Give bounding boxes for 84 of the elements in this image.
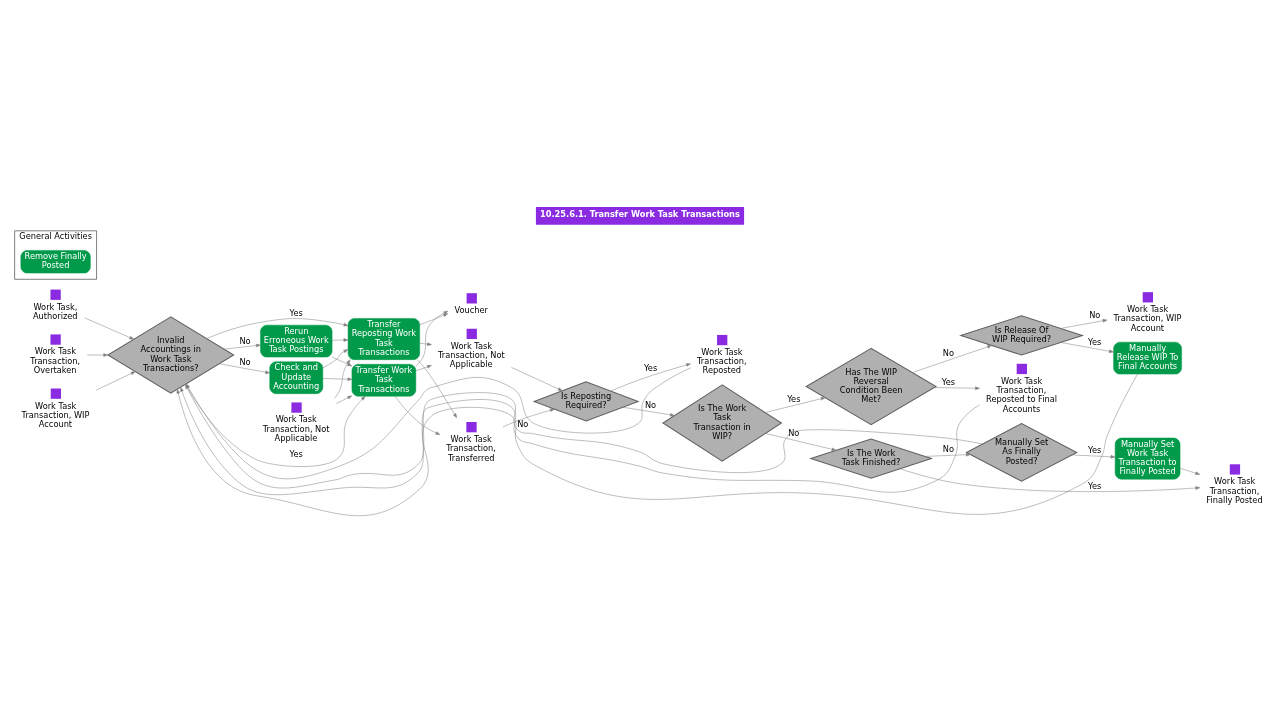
node-diamond: Is Release Of WIP Required? (959, 314, 1085, 356)
edge-label: Yes (787, 393, 801, 404)
node-box (466, 292, 477, 303)
arrow (1071, 454, 1116, 458)
arrow (934, 386, 980, 390)
edge-label: Yes (1088, 444, 1102, 455)
node-diamond: Is The Work Task Transaction in WIP? (661, 383, 783, 462)
node-label: Work Task Transaction, Not Applicable (262, 413, 330, 443)
arrow (206, 317, 349, 339)
node-box (50, 388, 62, 399)
arrow (924, 452, 971, 457)
arrow (86, 352, 109, 357)
arrow (334, 358, 351, 398)
arrow (332, 356, 353, 366)
arrow (610, 362, 691, 391)
edge-label: No (1089, 309, 1101, 320)
edge-label: Yes (941, 376, 956, 387)
arrow (419, 341, 432, 346)
arrow (415, 310, 449, 366)
arrow (219, 363, 270, 374)
node-box: Transfer Work Task Transactions (351, 363, 417, 396)
arrow (416, 359, 457, 418)
arrow (1179, 467, 1201, 475)
arrow (84, 317, 135, 339)
arrow (912, 344, 992, 373)
node-label: Work Task Transaction, Reposted (696, 346, 747, 375)
node-box: Manually Set Work Task Transaction to Finally Posted (1114, 437, 1181, 479)
edge-label: No (517, 418, 529, 429)
edge-label: No (942, 347, 955, 358)
node-label: Work Task Transaction, Finally Posted (1206, 475, 1263, 505)
arrow (176, 373, 1138, 516)
arrow (322, 377, 353, 381)
node-diamond: Is Reposting Required? (532, 380, 640, 422)
node-diamond: Has The WIP Reversal Condition Been Met? (805, 347, 938, 425)
arrow (1060, 341, 1114, 353)
edge-label: No (942, 443, 955, 454)
node-box: Check and Update Accounting (269, 360, 324, 394)
node-box (466, 328, 477, 339)
edge-label: Yes (643, 362, 658, 373)
node-label: Work Task Transaction, Reposted to Final Accounts (986, 375, 1058, 414)
arrow (322, 348, 349, 368)
arrow (765, 432, 837, 451)
arrow (415, 364, 432, 371)
arrow (622, 406, 675, 416)
edge-label: No (239, 356, 251, 367)
arrow (336, 395, 353, 404)
arrow (1060, 318, 1108, 329)
node-label: Work Task, Authorized (32, 301, 78, 321)
diagram-title: 10.25.6.1. Transfer Work Task Transactions (540, 208, 740, 219)
edge-label: Yes (289, 448, 303, 459)
node-label: Work Task Transaction, Overtaken (30, 345, 81, 375)
arrow (332, 337, 349, 342)
arrow (223, 343, 261, 349)
node-box: Manually Release WIP To Final Accounts (1113, 341, 1182, 374)
node-label: Voucher (454, 304, 488, 315)
arrow (511, 366, 563, 391)
node-box: Remove Finally Posted (20, 249, 91, 273)
node-label: Work Task Transaction, Not Applicable (437, 340, 505, 369)
node-box (717, 334, 728, 345)
arrow (95, 370, 136, 390)
arrow (502, 408, 555, 427)
arrow (394, 395, 441, 435)
node-box (1142, 291, 1153, 302)
node-box: Transfer Reposting Work Task Transactions (347, 317, 420, 360)
node-box (466, 421, 477, 432)
node-label: Work Task Transaction, Transferred (446, 433, 496, 463)
edge-label: No (239, 335, 251, 346)
edge-label: Yes (289, 307, 303, 318)
node-box: Rerun Erroneous Work Task Postings (260, 324, 333, 357)
node-diamond: Is The Work Task Finished? (809, 437, 934, 479)
node-box (50, 289, 61, 300)
edge-label: Yes (1088, 336, 1102, 347)
node-box (1229, 463, 1241, 475)
node-box (50, 333, 61, 345)
node-label: Work Task Transaction, WIP Account (21, 400, 90, 429)
arrow (419, 313, 449, 325)
node-box (291, 401, 302, 413)
edge-label: Yes (1088, 480, 1102, 491)
edge-label: No (788, 427, 800, 438)
node-box (1016, 363, 1027, 374)
node-label: Work Task Transaction, WIP Account (1113, 303, 1182, 333)
edge-label: No (644, 399, 657, 410)
arrow (765, 396, 826, 413)
arrow (899, 468, 1201, 492)
